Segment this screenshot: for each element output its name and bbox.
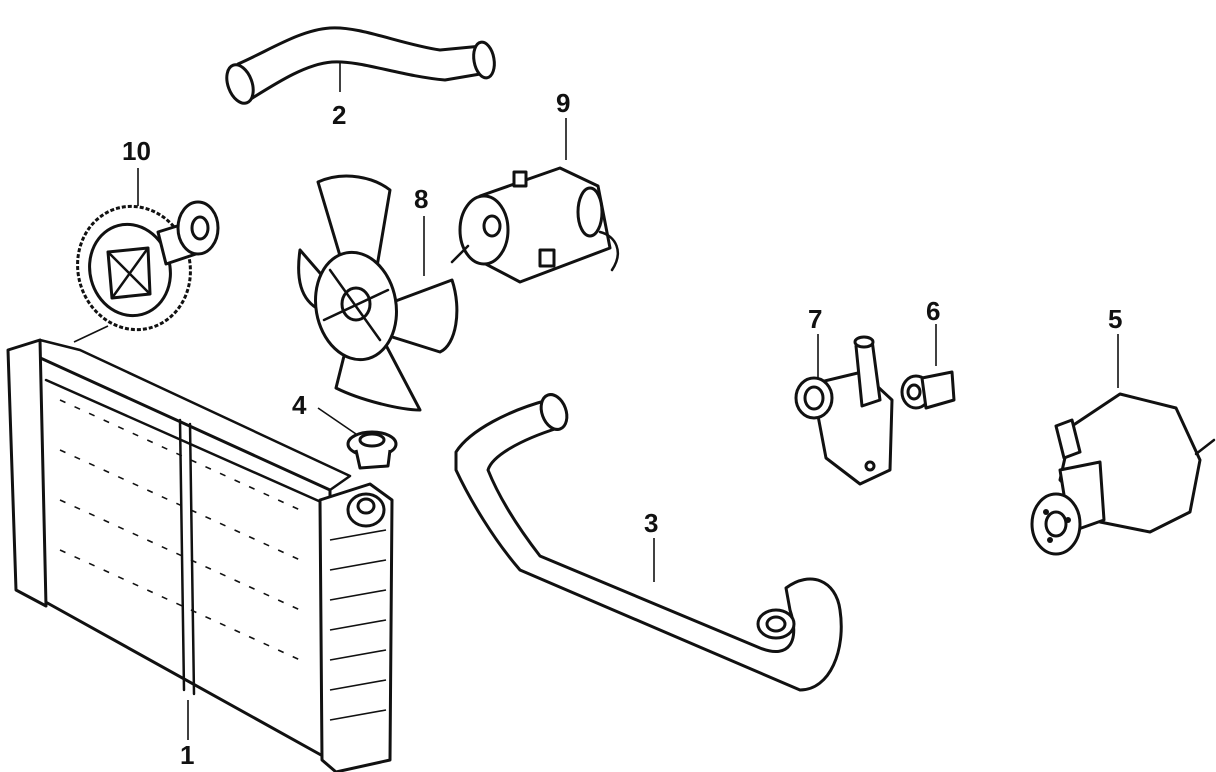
radiator-cap[interactable]: [317, 407, 398, 470]
callout-2: 2: [332, 100, 346, 130]
callout-9: 9: [556, 88, 570, 118]
upper-hose[interactable]: [222, 26, 497, 107]
callout-4: 4: [292, 390, 307, 420]
fan-blade[interactable]: [297, 174, 459, 412]
fan-motor[interactable]: [450, 118, 619, 284]
water-pump[interactable]: [1030, 334, 1216, 556]
callout-8: 8: [414, 184, 428, 214]
thermostat[interactable]: [900, 324, 956, 410]
callout-3: 3: [644, 508, 658, 538]
lower-hose[interactable]: [454, 391, 843, 692]
thermostat-housing[interactable]: [794, 334, 894, 486]
callout-6: 6: [926, 296, 940, 326]
fan-clutch[interactable]: [64, 168, 220, 342]
callout-1: 1: [180, 740, 194, 770]
radiator[interactable]: [6, 325, 394, 772]
callout-5: 5: [1108, 304, 1122, 334]
callout-10: 10: [122, 136, 151, 166]
callout-7: 7: [808, 304, 822, 334]
